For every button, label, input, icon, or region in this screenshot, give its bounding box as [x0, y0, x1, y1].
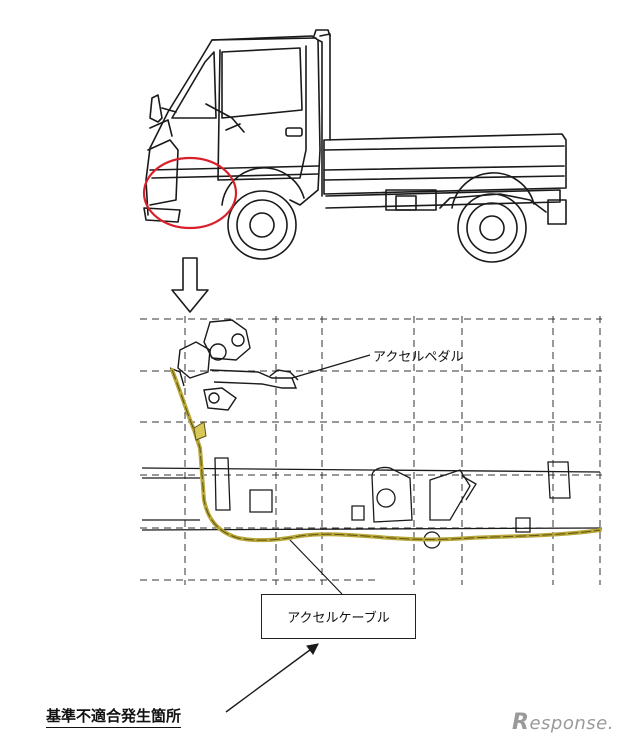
accelerator-pedal-label: アクセルペダル: [373, 350, 464, 365]
watermark-initial: R: [512, 710, 530, 735]
response-watermark: Response.: [512, 710, 614, 735]
watermark-text: esponse.: [529, 713, 614, 734]
down-arrow: [171, 257, 209, 313]
accelerator-pedal-assembly: [169, 319, 299, 411]
nonconforming-location-label: 基準不適合発生箇所: [46, 705, 182, 728]
kei-truck-illustration: [143, 29, 567, 263]
highlight-circle: [142, 156, 238, 230]
nonconforming-arrow: [225, 643, 319, 713]
accelerator-cable-label: アクセルケーブル: [287, 611, 390, 626]
accelerator-cable-callout: アクセルケーブル: [261, 594, 416, 639]
pedal-leader-line: [291, 354, 371, 379]
accelerator-cable: [170, 368, 602, 543]
cable-leader-line: [289, 539, 343, 595]
